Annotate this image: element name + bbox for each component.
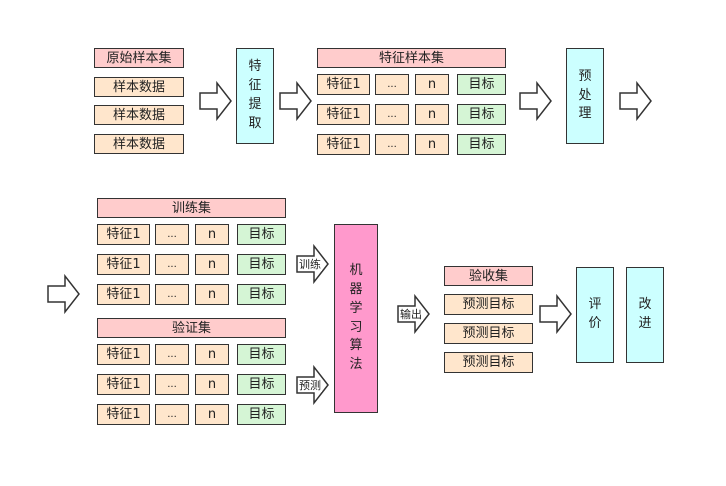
preprocessing-char: 预 (578, 68, 592, 84)
evaluation-char: 评 (588, 297, 602, 313)
preprocessing-step: 预 处 理 (566, 48, 604, 144)
train-arrow-label: 训练 (298, 258, 322, 271)
n-cell: n (195, 254, 229, 275)
improvement-char: 改 (638, 297, 652, 313)
target-cell: 目标 (457, 74, 506, 95)
algorithm-char: 习 (349, 319, 363, 335)
feature-extraction-char: 特 (248, 59, 262, 75)
feature-extraction-step: 特 征 提 取 (236, 48, 274, 144)
n-cell: n (195, 284, 229, 305)
algorithm-char: 机 (349, 262, 363, 278)
training-set-title: 训练集 (97, 198, 286, 218)
feature-extraction-char: 提 (248, 97, 262, 112)
ellipsis-cell: ... (375, 134, 409, 155)
target-cell: 目标 (237, 284, 286, 305)
arrow-to-feature-extraction (199, 80, 232, 122)
acceptance-set-title: 验收集 (444, 266, 533, 286)
feature-cell: 特征1 (97, 404, 150, 425)
n-cell: n (195, 404, 229, 425)
feature-cell: 特征1 (97, 374, 150, 395)
ellipsis-cell: ... (375, 74, 409, 95)
feature-cell: 特征1 (317, 104, 370, 125)
prediction-target-row: 预测目标 (444, 323, 533, 344)
ellipsis-cell: ... (155, 344, 189, 365)
target-cell: 目标 (237, 374, 286, 395)
n-cell: n (415, 134, 449, 155)
feature-extraction-char: 取 (248, 115, 262, 131)
feature-cell: 特征1 (317, 74, 370, 95)
arrow-to-preprocessing (519, 80, 552, 122)
machine-learning-algorithm: 机 器 学 习 算 法 (334, 224, 378, 413)
target-cell: 目标 (457, 134, 506, 155)
arrow-to-feature-sample-set (279, 80, 312, 122)
validation-set-title: 验证集 (97, 318, 286, 338)
evaluation-step: 评 价 (576, 267, 614, 363)
n-cell: n (195, 344, 229, 365)
algorithm-char: 法 (349, 357, 363, 373)
feature-cell: 特征1 (97, 284, 150, 305)
arrow-to-evaluation (539, 293, 572, 335)
raw-sample-set-title: 原始样本集 (94, 48, 184, 68)
predict-arrow-label: 预测 (298, 379, 322, 392)
n-cell: n (195, 374, 229, 395)
target-cell: 目标 (237, 254, 286, 275)
feature-cell: 特征1 (97, 344, 150, 365)
target-cell: 目标 (237, 224, 286, 245)
prediction-target-row: 预测目标 (444, 352, 533, 373)
target-cell: 目标 (457, 104, 506, 125)
output-arrow-label: 输出 (399, 308, 423, 321)
algorithm-char: 学 (349, 300, 363, 316)
feature-cell: 特征1 (97, 254, 150, 275)
target-cell: 目标 (237, 404, 286, 425)
improvement-step: 改 进 (626, 267, 664, 363)
evaluation-char: 价 (588, 316, 602, 331)
feature-cell: 特征1 (317, 134, 370, 155)
feature-extraction-char: 征 (248, 78, 262, 94)
arrow-continue-to-next-row (619, 80, 652, 122)
preprocessing-char: 处 (578, 87, 592, 103)
ellipsis-cell: ... (155, 374, 189, 395)
raw-sample-row: 样本数据 (94, 77, 184, 97)
ellipsis-cell: ... (155, 284, 189, 305)
algorithm-char: 器 (349, 281, 363, 297)
ellipsis-cell: ... (155, 224, 189, 245)
n-cell: n (415, 74, 449, 95)
n-cell: n (195, 224, 229, 245)
improvement-char: 进 (638, 316, 652, 331)
algorithm-char: 算 (349, 338, 363, 354)
ellipsis-cell: ... (155, 254, 189, 275)
feature-sample-set-title: 特征样本集 (317, 48, 506, 68)
feature-cell: 特征1 (97, 224, 150, 245)
preprocessing-char: 理 (578, 106, 592, 122)
n-cell: n (415, 104, 449, 125)
raw-sample-row: 样本数据 (94, 105, 184, 125)
arrow-from-previous-row (47, 273, 80, 315)
target-cell: 目标 (237, 344, 286, 365)
ellipsis-cell: ... (375, 104, 409, 125)
prediction-target-row: 预测目标 (444, 294, 533, 315)
raw-sample-row: 样本数据 (94, 134, 184, 154)
ellipsis-cell: ... (155, 404, 189, 425)
